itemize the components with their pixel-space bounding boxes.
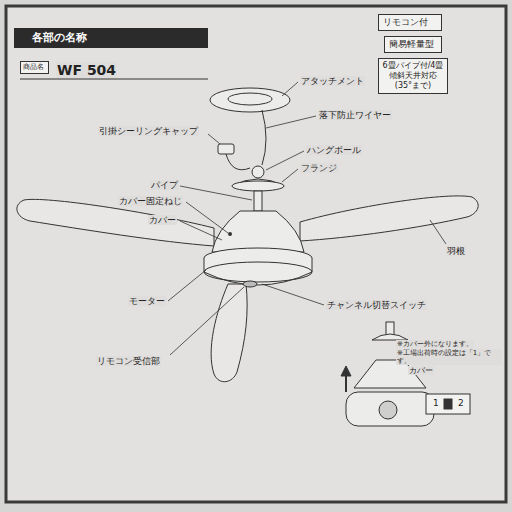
node-text: 各部の名称	[32, 31, 190, 45]
part-label: モーター	[128, 296, 166, 306]
note-text: ※工場出荷時の設定は「1」です。	[396, 349, 502, 365]
part-label: カバー	[408, 366, 434, 375]
feature-box: リモコン付	[378, 14, 442, 31]
switch-position: 1	[432, 398, 440, 408]
part-label: パイプ	[150, 180, 179, 190]
switch-position: 2	[457, 398, 465, 408]
model-number: WF 504	[56, 62, 117, 78]
part-label: アタッチメント	[300, 76, 365, 86]
part-label: カバー	[148, 215, 177, 225]
part-label: リモコン受信部	[96, 356, 161, 366]
node-text: 6畳パイプ付/4畳 傾斜天井対応 (35°まで)	[382, 61, 444, 91]
part-label: 落下防止ワイヤー	[318, 110, 392, 120]
part-label: 引掛シーリングキャップ	[98, 126, 199, 136]
part-label: 羽根	[446, 246, 466, 256]
node-text: 商品名	[23, 63, 46, 72]
part-label: カバー固定ねじ	[118, 196, 183, 206]
part-label: ハングボール	[306, 145, 362, 155]
feature-box: 6畳パイプ付/4畳 傾斜天井対応 (35°まで)	[378, 58, 448, 94]
section-header: 各部の名称	[14, 28, 208, 48]
part-label: フランジ	[300, 163, 338, 173]
node-text: リモコン付	[383, 17, 437, 28]
part-label: チャンネル切替スイッチ	[326, 300, 427, 310]
note-text: ※カバー外になります。	[396, 340, 474, 348]
model-tag: 商品名	[20, 61, 49, 74]
feature-box: 簡易軽量型	[384, 36, 442, 53]
node-text: 簡易軽量型	[389, 39, 437, 50]
